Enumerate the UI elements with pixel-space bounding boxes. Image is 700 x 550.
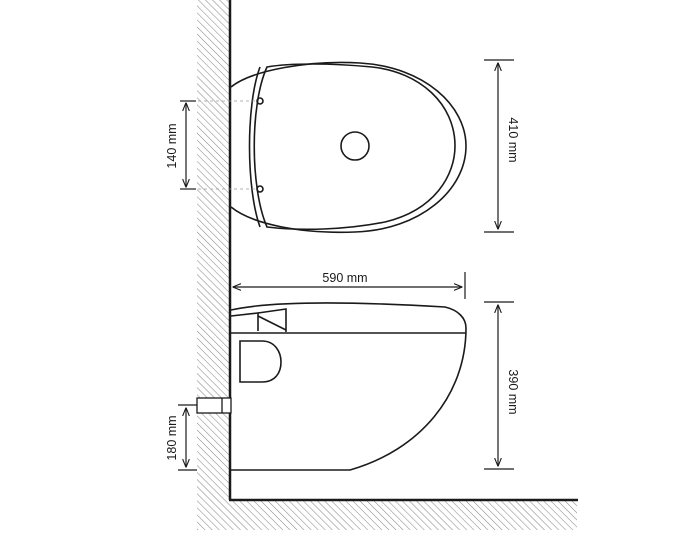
dimension-590 — [233, 272, 466, 299]
dim-390-label: 390 mm — [506, 369, 520, 414]
bowl-outer-outline — [230, 61, 467, 234]
dim-180-label: 180 mm — [165, 415, 179, 460]
bowl-side-outline — [231, 327, 467, 471]
drain-pipe-body — [196, 397, 232, 414]
wall-hatch — [197, 0, 230, 500]
mounting-bracket — [239, 340, 282, 383]
floor — [197, 498, 578, 530]
dimension-390 — [484, 301, 514, 470]
lid-top-line — [230, 302, 467, 329]
dimension-180 — [178, 404, 197, 471]
toilet-top-view — [230, 61, 467, 234]
dimension-140 — [180, 100, 196, 190]
dim-590-label: 590 mm — [322, 271, 367, 285]
fixing-hole-bottom — [256, 185, 264, 193]
dim-410-label: 410 mm — [506, 117, 520, 162]
dim-140-label: 140 mm — [165, 123, 179, 168]
fixing-hole-top — [256, 97, 264, 105]
drain-hole — [340, 131, 370, 161]
seat-inner-outline — [253, 63, 456, 231]
hinge-left — [230, 312, 259, 331]
dimension-410 — [484, 59, 514, 233]
drain-pipe — [196, 397, 232, 414]
toilet-side-view — [230, 302, 467, 471]
hinge-right — [257, 308, 287, 332]
floor-hatch — [197, 500, 577, 530]
hinge-left-curve — [248, 66, 261, 228]
wall — [197, 0, 232, 500]
hinge-divider — [257, 315, 287, 331]
